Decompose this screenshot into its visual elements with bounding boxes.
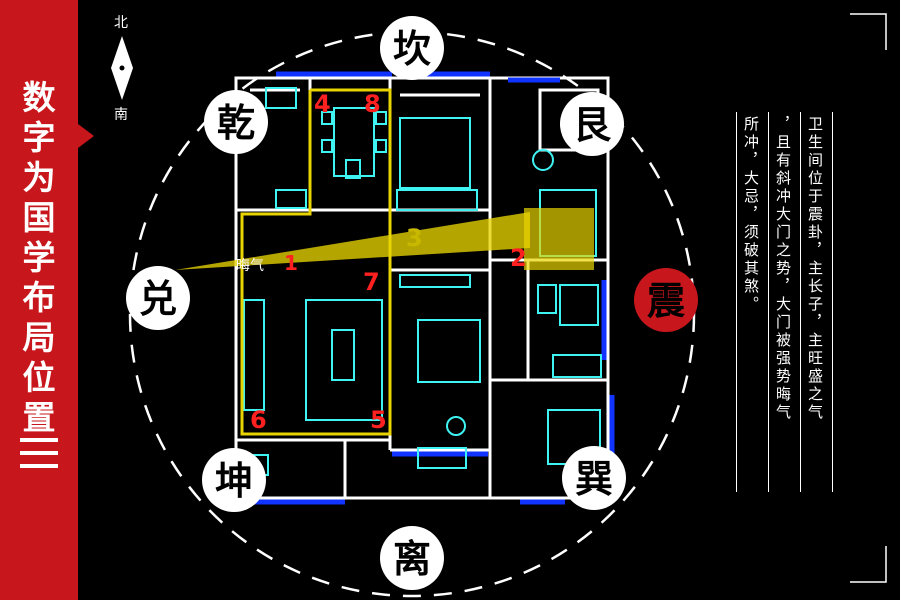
text-divider-left	[768, 112, 769, 492]
number-1: 1	[284, 251, 298, 275]
number-5: 5	[370, 406, 387, 434]
sha-qi-beam	[175, 212, 530, 270]
compass-north-label: 北	[114, 15, 128, 31]
description-column-1: 卫生间位于震卦，主长子，主旺盛之气	[806, 116, 824, 422]
number-3: 3	[406, 224, 423, 252]
compass-south-label: 南	[114, 107, 128, 123]
crop-marks	[850, 13, 887, 583]
trigram-qian: 乾	[204, 90, 268, 154]
number-8: 8	[364, 90, 381, 118]
svg-text:乾: 乾	[217, 101, 255, 145]
sha-label: 晦气	[236, 258, 264, 274]
svg-text:艮: 艮	[573, 103, 612, 147]
trigram-gen: 艮	[560, 92, 624, 156]
text-divider-outer	[736, 112, 737, 492]
left-sidebar: 数 字 为 国 学 布 局 位 置	[0, 0, 78, 600]
svg-text:坤: 坤	[215, 459, 253, 503]
svg-text:离: 离	[393, 537, 431, 581]
svg-text:巽: 巽	[575, 457, 613, 501]
trigram-xun: 巽	[562, 446, 626, 510]
text-divider-middle	[800, 112, 801, 492]
number-6: 6	[250, 406, 267, 434]
position-numbers: 4 8 3 2 1 7 6 5	[250, 90, 527, 434]
description-column-3: 所冲，大忌，须破其煞。	[742, 116, 760, 314]
compass-icon	[111, 36, 133, 100]
trigram-dui: 兑	[126, 266, 190, 330]
svg-text:兑: 兑	[139, 277, 177, 321]
sidebar-pointer	[78, 124, 94, 148]
furniture	[243, 87, 602, 476]
three-bars-icon	[20, 438, 58, 468]
trigram-kan: 坎	[380, 16, 444, 80]
trigram-li: 离	[380, 526, 444, 590]
bathroom-highlight	[524, 208, 594, 270]
text-divider-right	[832, 112, 833, 492]
number-4: 4	[314, 90, 331, 118]
number-7: 7	[363, 268, 380, 296]
svg-text:坎: 坎	[393, 27, 431, 71]
number-2: 2	[510, 244, 527, 272]
highlight-zone	[240, 88, 392, 436]
trigram-kun: 坤	[202, 448, 266, 512]
svg-text:震: 震	[647, 279, 686, 323]
sidebar-title: 数 字 为 国 学 布 局 位 置	[22, 78, 56, 437]
trigram-zhen: 震	[634, 268, 698, 332]
description-column-2: ，且有斜冲大门之势，大门被强势晦气	[774, 116, 792, 422]
